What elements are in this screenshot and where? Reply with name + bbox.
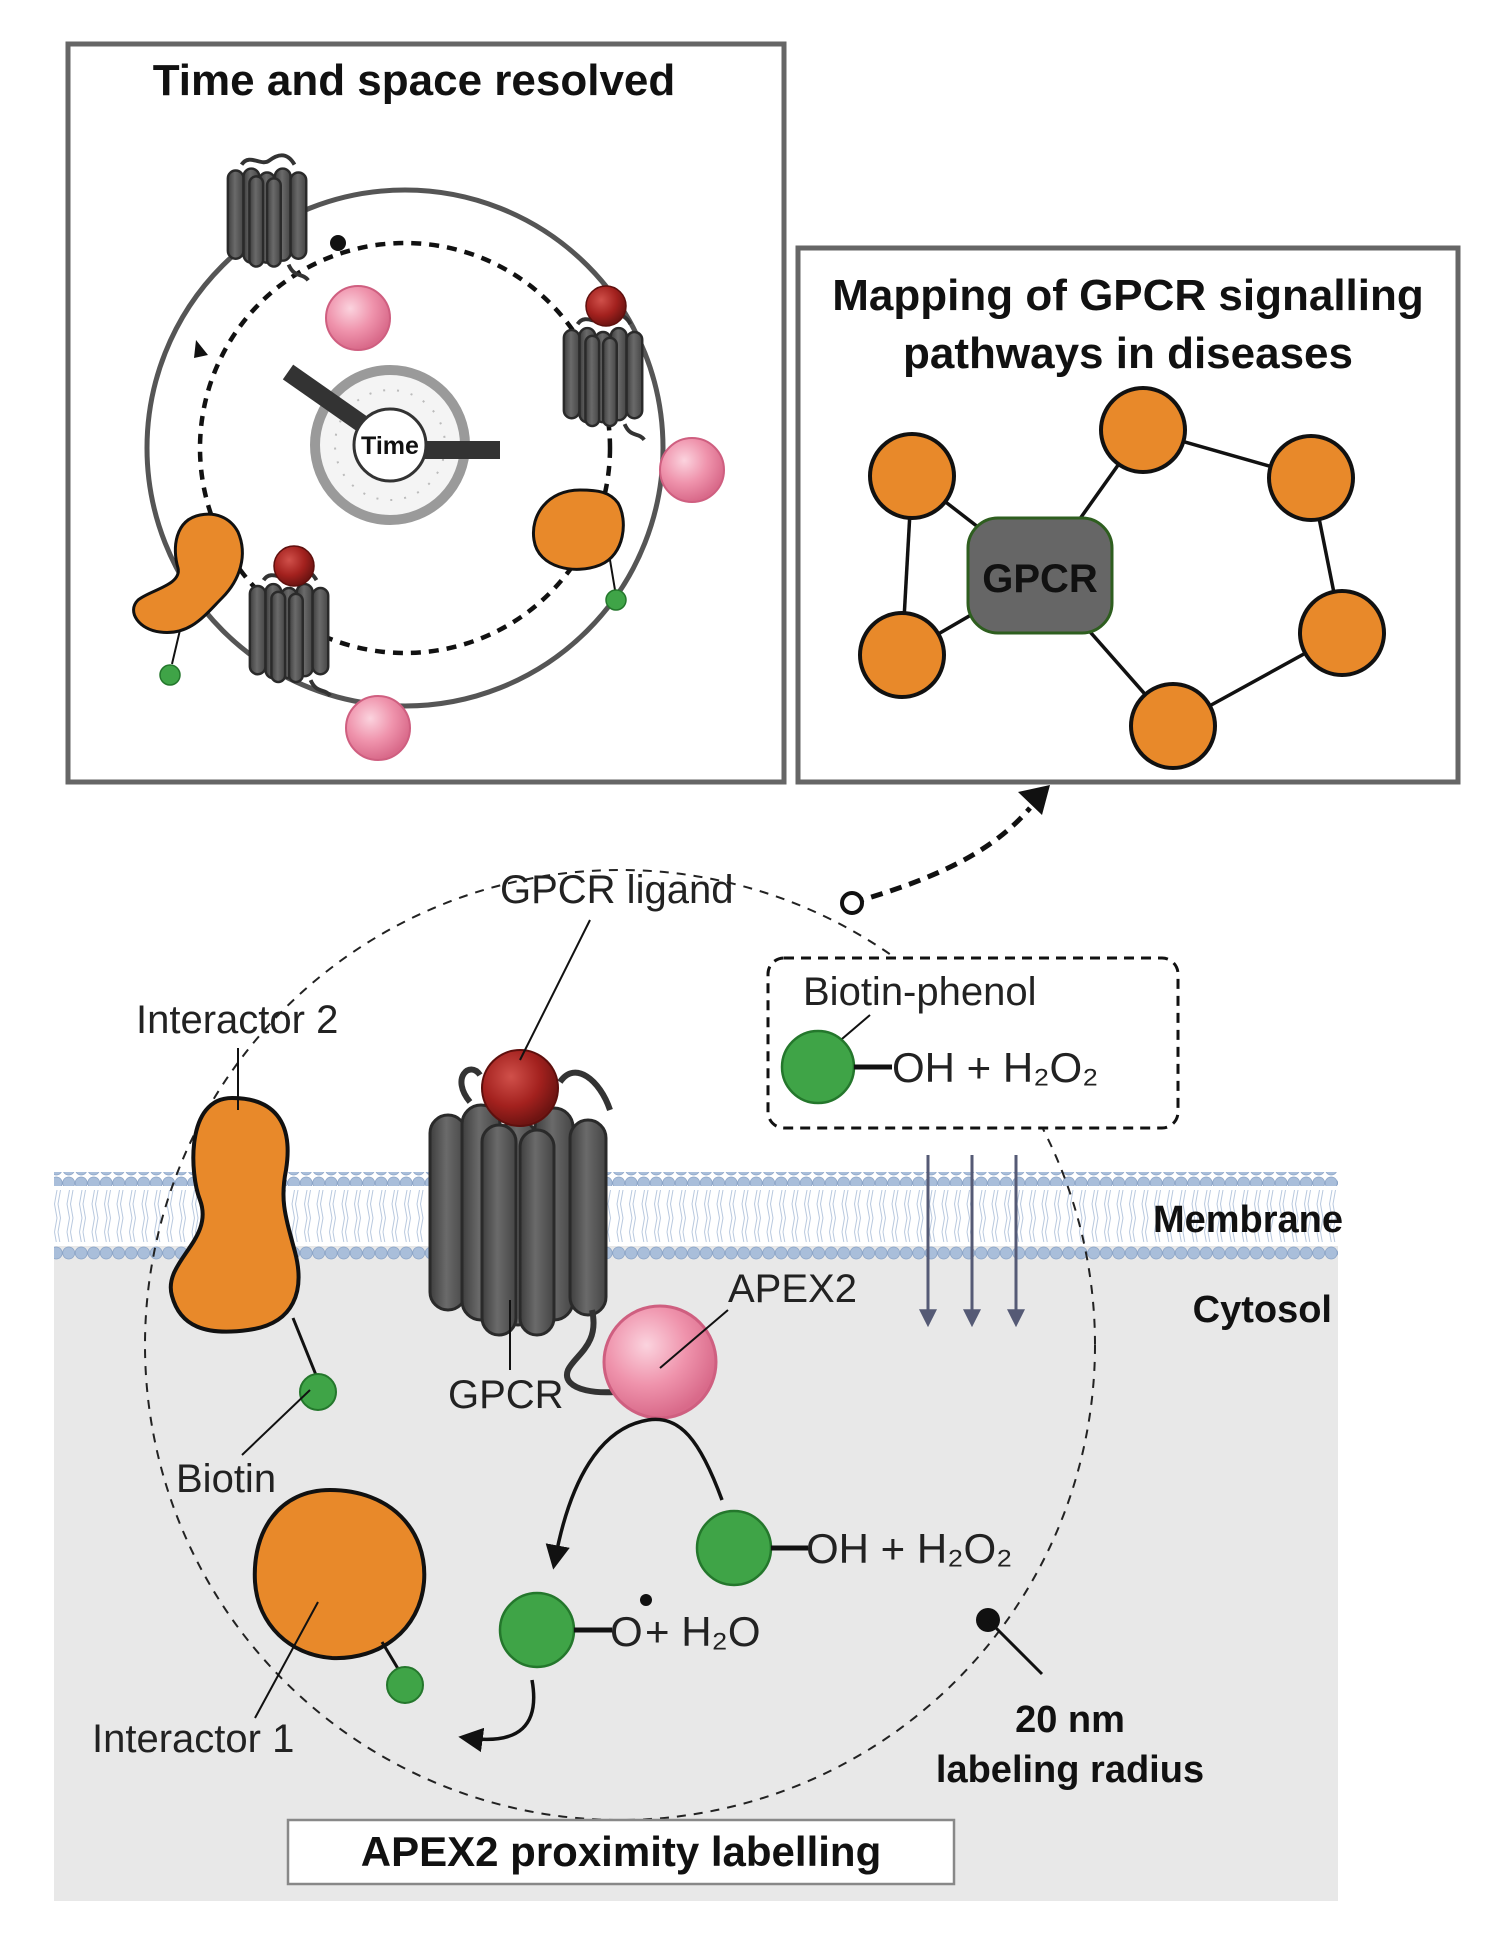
gpcr-ligand-leader bbox=[519, 919, 591, 1061]
interactor-2-label: Interactor 2 bbox=[136, 998, 338, 1042]
time-space-panel: Time and space resolved Time bbox=[65, 41, 787, 785]
ligand-state-2 bbox=[585, 285, 627, 327]
interactor-state-3-stem bbox=[171, 629, 181, 665]
output-arrowhead bbox=[1018, 785, 1050, 815]
radical-dot bbox=[640, 1594, 652, 1606]
apex2-leader bbox=[659, 1309, 729, 1369]
trajectory-path bbox=[197, 240, 613, 656]
radius-label-line1: 20 nm bbox=[1015, 1699, 1125, 1741]
network-nodes bbox=[858, 386, 1386, 770]
interactor-state-3 bbox=[132, 512, 244, 634]
interactor-state-2 bbox=[531, 488, 625, 571]
biotin-label: Biotin bbox=[176, 1457, 276, 1501]
apex2-label: APEX2 bbox=[728, 1267, 857, 1311]
biotin-state-3 bbox=[159, 664, 181, 686]
phenoxyl-radical-molecule bbox=[498, 1591, 576, 1669]
interactor-1-leader bbox=[254, 1601, 319, 1719]
gpcr-ligand-label: GPCR ligand bbox=[500, 868, 733, 912]
trajectory-start bbox=[330, 235, 346, 251]
oh-h2o2-top: OH + H₂O₂ bbox=[892, 1044, 1098, 1091]
interactor-1-label: Interactor 1 bbox=[92, 1717, 294, 1761]
time-space-title: Time and space resolved bbox=[153, 56, 676, 105]
gpcr-label: GPCR bbox=[448, 1373, 564, 1417]
node bbox=[1298, 589, 1386, 677]
membrane-label: Membrane bbox=[1153, 1199, 1343, 1241]
membrane-crossing-arrows bbox=[919, 1155, 1025, 1328]
apex2-state-3 bbox=[345, 695, 411, 761]
apex2-state-2 bbox=[659, 437, 725, 503]
gpcr-receptor bbox=[428, 1066, 641, 1396]
labeling-arrow bbox=[458, 1679, 536, 1753]
biotin-phenol-box bbox=[766, 956, 1180, 1130]
membrane-ring bbox=[144, 187, 666, 709]
biotin-dot-interactor-1 bbox=[386, 1666, 424, 1704]
node bbox=[868, 432, 956, 520]
radical-h2o: + H₂O bbox=[645, 1608, 761, 1655]
trajectory-arrowhead bbox=[194, 340, 208, 358]
gpcr-hub-label: GPCR bbox=[982, 557, 1098, 601]
cell-scene: Membrane Cytosol Interactor 2 Biotin bbox=[54, 868, 1343, 1901]
node bbox=[1129, 682, 1217, 770]
reaction-arc-arrow bbox=[545, 1417, 724, 1570]
footer-title: APEX2 proximity labelling bbox=[361, 1828, 881, 1875]
gpcr-ligand-sphere bbox=[481, 1049, 559, 1127]
mapping-panel: Mapping of GPCR signalling pathways in d… bbox=[795, 245, 1461, 785]
node bbox=[858, 611, 946, 699]
output-arrow bbox=[851, 806, 1032, 906]
mapping-title-line1: Mapping of GPCR signalling bbox=[832, 271, 1424, 320]
radical-o: O bbox=[610, 1608, 643, 1655]
cytosol-label: Cytosol bbox=[1193, 1289, 1332, 1331]
biotin-phenol-molecule bbox=[780, 1029, 856, 1105]
apex2-sphere bbox=[602, 1304, 718, 1420]
radius-label-line2: labeling radius bbox=[936, 1749, 1204, 1791]
biotin-dot-interactor-2 bbox=[299, 1373, 337, 1411]
interactor-2 bbox=[168, 1095, 320, 1381]
node bbox=[1099, 386, 1187, 474]
biotin-leader bbox=[241, 1389, 311, 1456]
output-arrow-origin bbox=[840, 891, 864, 915]
footer-box bbox=[286, 1818, 956, 1886]
clock-icon bbox=[282, 364, 500, 525]
labeling-radius-circle bbox=[144, 869, 1096, 1821]
biotin-state-2 bbox=[605, 589, 627, 611]
apex2-state-1 bbox=[325, 285, 391, 351]
phenol-molecule-cytosol bbox=[695, 1509, 773, 1587]
ligand-state-3 bbox=[273, 545, 315, 587]
biotin-phenol-label: Biotin-phenol bbox=[803, 970, 1037, 1014]
gpcr-hub-node bbox=[966, 516, 1114, 635]
interactor-1 bbox=[252, 1487, 427, 1673]
mapping-title-line2: pathways in diseases bbox=[903, 329, 1353, 378]
oh-h2o2-bottom: OH + H₂O₂ bbox=[806, 1525, 1012, 1572]
clock-label: Time bbox=[361, 432, 419, 460]
node bbox=[1267, 434, 1355, 522]
interactor-state-2-stem bbox=[609, 559, 616, 591]
radius-leader bbox=[986, 1618, 1044, 1676]
